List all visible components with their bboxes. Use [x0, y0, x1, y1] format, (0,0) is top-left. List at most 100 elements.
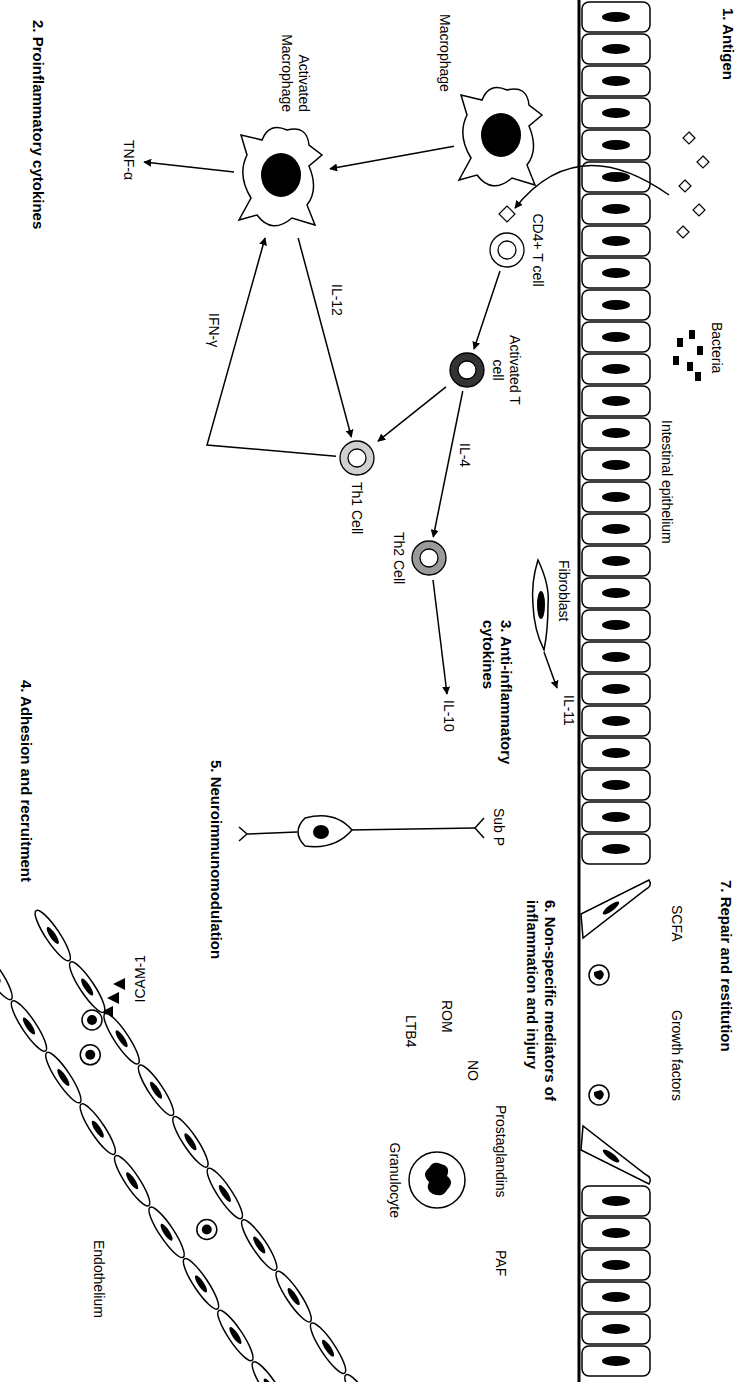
- cell-outline: [237, 1216, 282, 1274]
- cell-nucleus: [602, 140, 630, 150]
- cell-outline: [412, 541, 446, 575]
- cell-outline: [582, 578, 650, 608]
- epithelial-cell: [582, 642, 650, 672]
- cell-outline: [582, 34, 650, 64]
- t-cell: CD4+ T cell: [489, 232, 525, 268]
- cell-center: [498, 241, 516, 259]
- cell-label: CD4+ T cell: [529, 214, 546, 287]
- leukocyte: [82, 1010, 102, 1030]
- cell-outline: [271, 1268, 316, 1326]
- cell-nucleus: [159, 1222, 175, 1242]
- section-title: 5. Neuroimmunomodulation: [207, 760, 225, 959]
- cytokine-label: IL-12: [329, 282, 346, 318]
- axon: [239, 827, 247, 834]
- cell-nucleus: [602, 1260, 630, 1270]
- migrating-cell: [589, 1085, 609, 1105]
- arrowhead: [107, 992, 119, 1004]
- cell-outline: [239, 128, 322, 226]
- bacterium: [695, 372, 701, 381]
- cell-outline: [533, 560, 549, 650]
- cell-nucleus: [262, 1377, 278, 1382]
- epithelium: [581, 2, 650, 1376]
- cell-nucleus: [602, 492, 630, 502]
- cell-shape: [407, 1150, 467, 1210]
- lumen-label: Bacteria: [708, 322, 725, 373]
- endothelial-cell: [134, 1061, 179, 1119]
- antigens: [677, 132, 709, 238]
- endothelial-cell: [168, 1113, 213, 1171]
- bacterium: [687, 362, 693, 371]
- cell-outline: [144, 1203, 189, 1261]
- connector-arrow: [378, 387, 446, 441]
- cell-outline: [582, 322, 650, 352]
- cell-outline: [582, 706, 650, 736]
- cell-shape: [530, 560, 552, 650]
- cell-nucleus: [602, 1292, 630, 1302]
- cell-shape: [457, 80, 547, 195]
- il11-arrow: [544, 652, 557, 688]
- cell-nucleus: [602, 588, 630, 598]
- cell-outline: [582, 1282, 650, 1312]
- layer-label: Intestinal epithelium: [658, 420, 675, 544]
- section-title: 4. Adhesion and recruitment: [17, 680, 35, 882]
- activated-macrophage-cell: Activated Macrophage: [237, 120, 327, 235]
- cell-nucleus: [481, 113, 521, 157]
- presented-antigen: [499, 206, 515, 222]
- cell-outline: [582, 98, 650, 128]
- section-title: 6. Non-specific mediators of inflammatio…: [523, 900, 559, 1125]
- cytokine-label: IL-11: [560, 695, 577, 726]
- cell-nucleus: [261, 153, 301, 197]
- cell-nucleus: [79, 977, 95, 997]
- cell-nucleus: [602, 396, 630, 406]
- il10-arrow: [433, 580, 447, 694]
- cell-outline: [197, 1220, 217, 1240]
- cell-nucleus: [320, 1338, 336, 1358]
- cytokine-label: IL-4: [457, 441, 474, 469]
- epithelial-cell: [582, 610, 650, 640]
- lobed-nucleus: [425, 1163, 451, 1196]
- cell-outline: [582, 194, 650, 224]
- cell-outline: [459, 88, 542, 186]
- cell-nucleus: [602, 780, 630, 790]
- antigen-diamond: [683, 132, 695, 144]
- cytokine-label: IFN-γ: [206, 311, 223, 349]
- cell-label: Macrophage: [436, 14, 453, 92]
- cell-nucleus: [602, 684, 630, 694]
- cell-shape: [449, 352, 485, 388]
- cell-nucleus: [602, 108, 630, 118]
- epithelial-cell: [582, 578, 650, 608]
- cell-nucleus: [602, 460, 630, 470]
- epithelial-cell: [582, 66, 650, 96]
- cell-nucleus: [602, 652, 630, 662]
- cell-outline: [582, 354, 650, 384]
- cell-nucleus: [602, 716, 630, 726]
- mediator-label: Prostaglandins: [492, 1105, 509, 1198]
- cell-outline: [589, 1085, 609, 1105]
- cell-nucleus: [602, 556, 630, 566]
- factor-label: Growth factors: [668, 1010, 685, 1101]
- cell-outline: [582, 1314, 650, 1344]
- cell-nucleus: [602, 12, 630, 22]
- epithelial-cell: [582, 1282, 650, 1312]
- neuron-nucleus: [313, 825, 329, 839]
- epithelial-cell: [582, 770, 650, 800]
- cell-nucleus: [227, 1325, 243, 1345]
- epithelial-cell: [582, 546, 650, 576]
- epithelial-cell: [582, 450, 650, 480]
- epithelial-cell: [582, 322, 650, 352]
- dendrite: [349, 828, 475, 830]
- bacterium: [677, 338, 683, 347]
- connector-arrow: [207, 238, 336, 456]
- cell-outline: [340, 1371, 385, 1382]
- epithelial-cell: [582, 514, 650, 544]
- epithelial-cell: [582, 226, 650, 256]
- cell-outline: [0, 946, 17, 1004]
- cell-outline: [582, 610, 650, 640]
- cell-nucleus: [217, 1183, 233, 1203]
- endothelial-cell: [271, 1268, 316, 1326]
- antigen-diamond: [679, 180, 691, 192]
- epithelial-cell: [582, 386, 650, 416]
- epithelial-cell: [582, 1250, 650, 1280]
- macrophage-cell: Macrophage: [457, 80, 547, 195]
